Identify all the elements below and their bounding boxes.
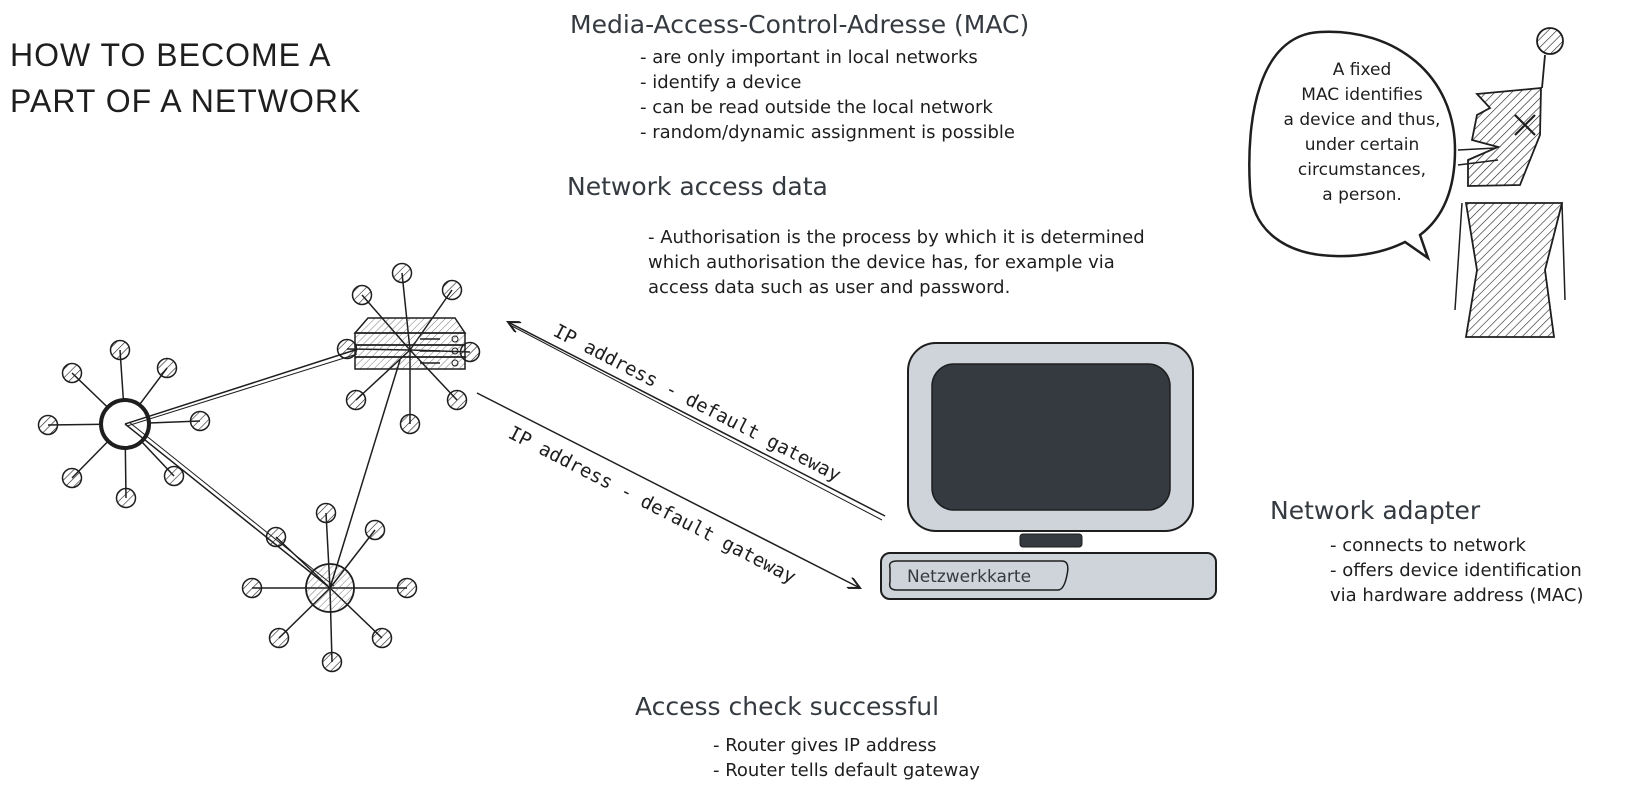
access-check-text: - Router gives IP address - Router tells… bbox=[713, 733, 980, 783]
person-figure-icon bbox=[1454, 27, 1566, 338]
network-device-node bbox=[115, 487, 137, 509]
title-line-1: HOW TO BECOME A bbox=[10, 37, 332, 73]
adapter-line: - offers device identification bbox=[1330, 560, 1582, 581]
person-arm bbox=[1561, 202, 1566, 301]
gateway-arrows: IP address - default gateway IP address … bbox=[476, 320, 886, 588]
access-check-line: - Router gives IP address bbox=[713, 735, 937, 756]
left-network-node bbox=[37, 339, 211, 509]
person-head bbox=[1536, 27, 1564, 55]
monitor-screen bbox=[931, 363, 1171, 511]
network-device-node bbox=[399, 413, 421, 435]
hub-connection bbox=[124, 349, 356, 425]
access-data-line: which authorisation the device has, for … bbox=[648, 252, 1115, 273]
network-device-node bbox=[265, 526, 287, 548]
bottom-network-node bbox=[241, 502, 418, 673]
access-check-line: - Router tells default gateway bbox=[713, 760, 980, 781]
network-device-node bbox=[371, 627, 393, 649]
bubble-line: MAC identifies bbox=[1301, 85, 1423, 105]
server-rack-icon bbox=[353, 317, 467, 370]
x-mark bbox=[1514, 114, 1536, 136]
access-data-text: - Authorisation is the process by which … bbox=[648, 225, 1145, 300]
upper-arrow bbox=[508, 322, 886, 517]
network-device-node bbox=[351, 284, 373, 306]
network-card-label: Netzwerkkarte bbox=[907, 567, 1031, 587]
network-device-node bbox=[391, 262, 413, 284]
network-device-node bbox=[345, 389, 367, 411]
person-torso bbox=[1467, 87, 1542, 187]
person-neck bbox=[1541, 54, 1546, 89]
bubble-line: circumstances, bbox=[1297, 160, 1427, 180]
network-device-node bbox=[189, 410, 211, 432]
network-device-node bbox=[364, 519, 386, 541]
diagram-title: HOW TO BECOME A PART OF A NETWORK bbox=[10, 32, 361, 124]
network-device-node bbox=[396, 577, 418, 599]
hub-connection bbox=[126, 353, 358, 427]
lower-arrow bbox=[476, 392, 860, 588]
mac-bullet-list: - are only important in local networks -… bbox=[640, 45, 1015, 145]
adapter-text: - connects to network - offers device id… bbox=[1330, 533, 1584, 608]
mac-bullet: - random/dynamic assignment is possible bbox=[640, 122, 1015, 143]
mac-bullet: - are only important in local networks bbox=[640, 47, 978, 68]
network-device-node bbox=[321, 651, 343, 673]
upper-arrow-shadow bbox=[509, 324, 883, 521]
lower-arrow-label: IP address - default gateway bbox=[505, 422, 800, 588]
title-line-2: PART OF A NETWORK bbox=[10, 83, 362, 119]
hub-connection bbox=[124, 423, 331, 589]
mac-bullet: - identify a device bbox=[640, 72, 802, 93]
mac-bullet: - can be read outside the local network bbox=[640, 97, 993, 118]
network-device-node bbox=[61, 362, 83, 384]
hub-connection bbox=[128, 421, 335, 587]
speech-bubble-text: A fixed MAC identifies a device and thus… bbox=[1262, 58, 1462, 208]
adapter-line: via hardware address (MAC) bbox=[1330, 585, 1584, 606]
bubble-line: under certain bbox=[1304, 135, 1420, 155]
computer-icon: Netzwerkkarte bbox=[880, 342, 1217, 600]
access-data-heading: Network access data bbox=[567, 172, 828, 201]
network-device-node bbox=[241, 577, 263, 599]
upper-arrow-label: IP address - default gateway bbox=[550, 320, 845, 486]
network-device-node bbox=[163, 465, 185, 487]
hub-connection bbox=[329, 359, 401, 589]
access-check-heading: Access check successful bbox=[635, 692, 940, 721]
mac-heading: Media-Access-Control-Adresse (MAC) bbox=[570, 10, 1030, 39]
network-graph bbox=[37, 262, 481, 673]
network-device-node bbox=[61, 467, 83, 489]
network-device-node bbox=[441, 279, 463, 301]
bubble-line: A fixed bbox=[1332, 60, 1392, 80]
adapter-line: - connects to network bbox=[1330, 535, 1526, 556]
network-device-node bbox=[336, 338, 358, 360]
network-device-node bbox=[109, 339, 131, 361]
network-device-node bbox=[268, 627, 290, 649]
network-device-node bbox=[446, 389, 468, 411]
bubble-line: a device and thus, bbox=[1283, 110, 1441, 130]
access-data-line: - Authorisation is the process by which … bbox=[648, 227, 1145, 248]
network-card bbox=[888, 560, 1069, 591]
access-data-line: access data such as user and password. bbox=[648, 277, 1011, 298]
network-device-node bbox=[156, 357, 178, 379]
person-legs bbox=[1464, 202, 1564, 338]
adapter-heading: Network adapter bbox=[1270, 496, 1481, 525]
speech-bubble bbox=[1248, 30, 1457, 262]
network-device-node bbox=[315, 502, 337, 524]
bubble-line: a person. bbox=[1322, 185, 1402, 205]
network-device-node bbox=[37, 414, 59, 436]
monitor-stand bbox=[1019, 533, 1083, 548]
person-arm bbox=[1454, 202, 1463, 311]
